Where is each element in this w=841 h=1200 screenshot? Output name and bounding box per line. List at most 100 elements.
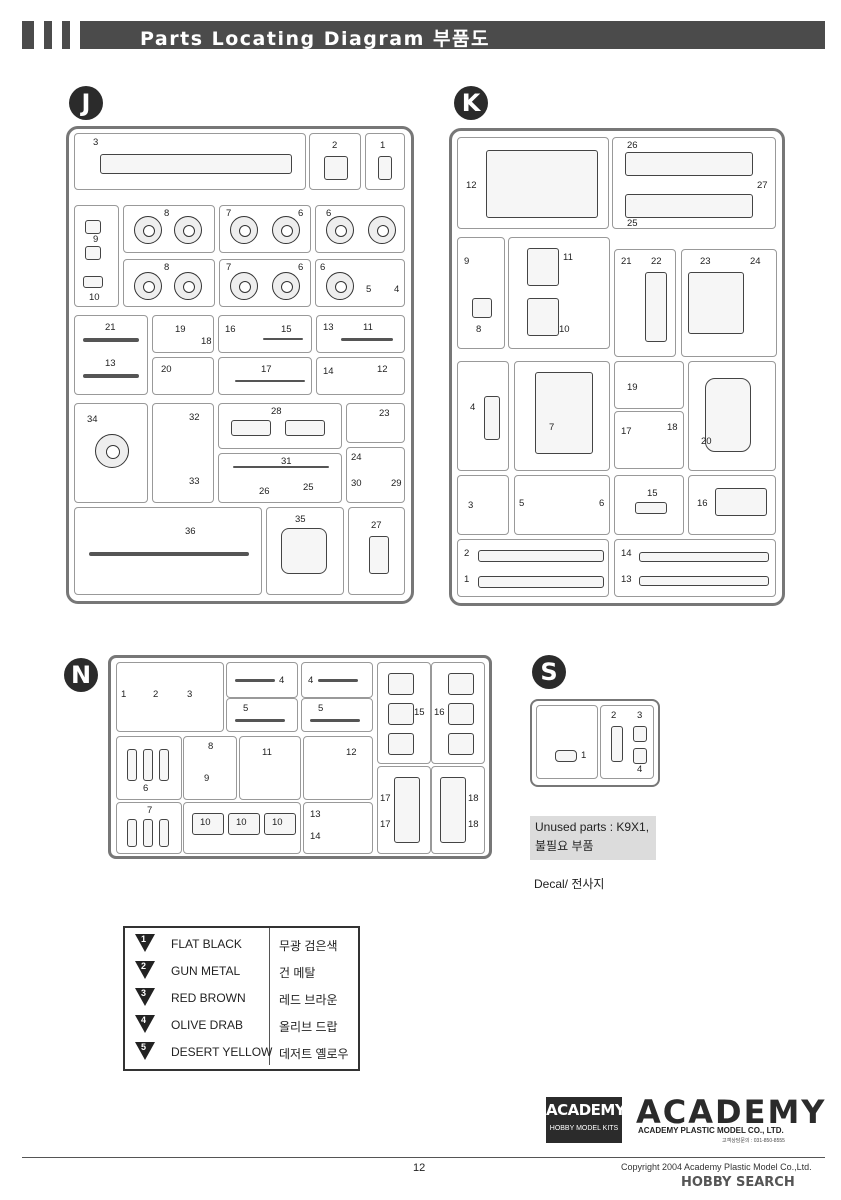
sprue-cell: 7 6 <box>219 205 311 253</box>
paint-name-en: GUN METAL <box>171 964 241 978</box>
part-number: 13 <box>310 809 321 820</box>
part <box>159 819 169 847</box>
part-number: 27 <box>757 180 768 191</box>
part-number: 8 <box>164 208 170 219</box>
part-number: 21 <box>621 256 632 267</box>
part <box>235 380 305 382</box>
paint-color-table: 1 FLAT BLACK 무광 검은색 2 GUN METAL 건 메탈 3 R… <box>123 926 360 1071</box>
part-number: 17 <box>380 793 391 804</box>
part-number: 24 <box>750 256 761 267</box>
part <box>394 777 420 843</box>
sprue-cell: 12 <box>303 736 373 800</box>
sprue-cell: 8 <box>123 259 215 307</box>
part <box>143 749 153 781</box>
part-number: 6 <box>298 208 304 219</box>
watermark-text: HOBBY SEARCH <box>681 1175 795 1190</box>
sprue-cell: 4 <box>226 662 298 698</box>
part-number: 20 <box>161 364 172 375</box>
part-number: 4 <box>470 402 476 413</box>
paint-row: 5 DESERT YELLOW 데저트 옐로우 <box>125 1038 358 1065</box>
part-number: 19 <box>627 382 638 393</box>
unused-parts-line2: 불필요 부품 <box>535 839 594 853</box>
sprue-cell: 11 <box>239 736 301 800</box>
part <box>324 156 348 180</box>
part <box>85 246 101 260</box>
part-number: 11 <box>363 322 373 333</box>
part-number: 11 <box>563 252 573 263</box>
sprue-j: 3 2 1 9 10 8 7 6 6 8 7 6 <box>66 126 414 604</box>
part <box>645 272 667 342</box>
part-number: 7 <box>226 208 232 219</box>
part-number: 17 <box>380 819 391 830</box>
part <box>639 576 769 586</box>
unused-parts-note: Unused parts : K9X1, 불필요 부품 <box>530 816 656 860</box>
sprue-cell: 19 <box>614 361 684 409</box>
part <box>555 750 577 762</box>
part <box>448 703 474 725</box>
part-number: 26 <box>259 486 270 497</box>
part-number: 6 <box>320 262 326 273</box>
sprue-cell: 26 27 25 <box>612 137 776 229</box>
paint-name-ko: 올리브 드랍 <box>279 1020 338 1034</box>
part-number: 3 <box>187 689 193 700</box>
part-number: 7 <box>147 805 153 816</box>
part-number: 10 <box>236 817 247 828</box>
part <box>263 338 303 340</box>
paint-name-en: FLAT BLACK <box>171 937 242 951</box>
sprue-cell: 23 <box>346 403 405 443</box>
decal-label: Decal/ 전사지 <box>534 877 605 891</box>
sprue-cell: 1 2 3 <box>116 662 224 732</box>
part <box>143 819 153 847</box>
part-number: 23 <box>700 256 711 267</box>
paint-name-en: OLIVE DRAB <box>171 1018 244 1032</box>
sprue-k-label: K <box>454 86 488 120</box>
part-number: 15 <box>414 707 425 718</box>
part-number: 21 <box>105 322 116 333</box>
part-number: 6 <box>599 498 605 509</box>
part-number: 12 <box>346 747 357 758</box>
sprue-cell: 13 14 <box>303 802 373 854</box>
part-number: 1 <box>121 689 127 700</box>
page-header: Parts Locating Diagram 부품도 <box>22 21 825 50</box>
sprue-cell: 27 <box>348 507 405 595</box>
wheel-part <box>134 272 162 300</box>
part <box>285 420 325 436</box>
part-number: 14 <box>323 366 334 377</box>
part <box>478 550 604 562</box>
part <box>159 749 169 781</box>
part-number: 12 <box>377 364 388 375</box>
part-number: 8 <box>208 741 214 752</box>
part-number: 5 <box>519 498 525 509</box>
part-number: 18 <box>201 336 212 347</box>
part <box>341 338 393 341</box>
part-number: 5 <box>243 703 249 714</box>
part-number: 6 <box>298 262 304 273</box>
sprue-cell: 20 <box>152 357 214 395</box>
wheel-part <box>230 272 258 300</box>
sprue-cell: 5 6 <box>514 475 610 535</box>
part-number: 35 <box>295 514 306 525</box>
part-number: 12 <box>466 180 477 191</box>
sprue-cell: 2 <box>309 133 361 190</box>
part <box>233 466 329 468</box>
part-number: 25 <box>303 482 314 493</box>
part-number: 4 <box>637 764 643 775</box>
sprue-cell: 14 12 <box>316 357 405 395</box>
table-divider <box>269 928 270 1065</box>
part <box>231 420 271 436</box>
sprue-cell: 18 18 <box>431 766 485 854</box>
sprue-cell: 36 <box>74 507 262 595</box>
paint-row: 3 RED BROWN 레드 브라운 <box>125 984 358 1011</box>
part-number: 32 <box>189 412 200 423</box>
part <box>639 552 769 562</box>
part-number: 2 <box>153 689 159 700</box>
part <box>318 679 358 682</box>
part-number: 23 <box>379 408 390 419</box>
paint-row: 4 OLIVE DRAB 올리브 드랍 <box>125 1011 358 1038</box>
part-number: 10 <box>200 817 211 828</box>
header-stripe <box>34 21 44 49</box>
part <box>235 679 275 682</box>
part-number: 18 <box>468 793 479 804</box>
part <box>388 703 414 725</box>
wheel-part <box>134 216 162 244</box>
